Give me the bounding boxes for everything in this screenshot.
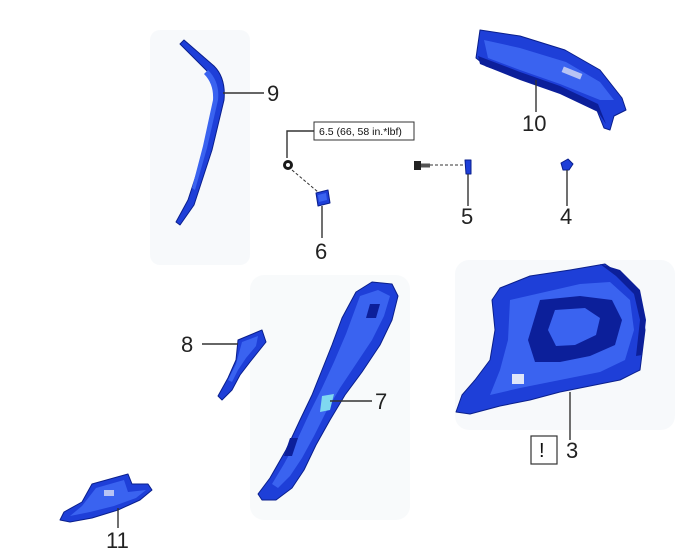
screw-icon xyxy=(414,161,430,170)
callout-8: 8 xyxy=(181,332,193,357)
part-7-pillar-garnish xyxy=(257,281,399,501)
warning-icon: ! xyxy=(539,440,545,462)
dashed-line-6 xyxy=(291,169,319,193)
leader-torque xyxy=(286,130,314,158)
part-4-clip xyxy=(560,158,574,171)
part-5-clip xyxy=(464,159,472,175)
part-6-clip xyxy=(315,189,331,207)
callout-3: 3 xyxy=(566,438,578,463)
part-9-weatherstrip xyxy=(175,39,225,226)
part-3-deck-trim-panel xyxy=(455,263,646,415)
callout-5: 5 xyxy=(461,204,473,229)
shadow-9 xyxy=(150,30,250,265)
callout-6: 6 xyxy=(315,239,327,264)
part-8-garnish xyxy=(217,329,267,401)
torque-spec-text: 6.5 (66, 58 in.*lbf) xyxy=(319,126,402,138)
callout-7: 7 xyxy=(375,389,387,414)
warning-box: ! xyxy=(530,435,558,465)
callout-10: 10 xyxy=(522,111,546,136)
nut-icon xyxy=(283,160,293,170)
part-10-scuff-plate xyxy=(475,29,627,131)
callout-11: 11 xyxy=(106,528,129,553)
torque-spec-box: 6.5 (66, 58 in.*lbf) xyxy=(313,121,415,141)
callout-9: 9 xyxy=(267,81,279,106)
part-11-lower-trim xyxy=(59,473,153,523)
callout-4: 4 xyxy=(560,204,572,229)
